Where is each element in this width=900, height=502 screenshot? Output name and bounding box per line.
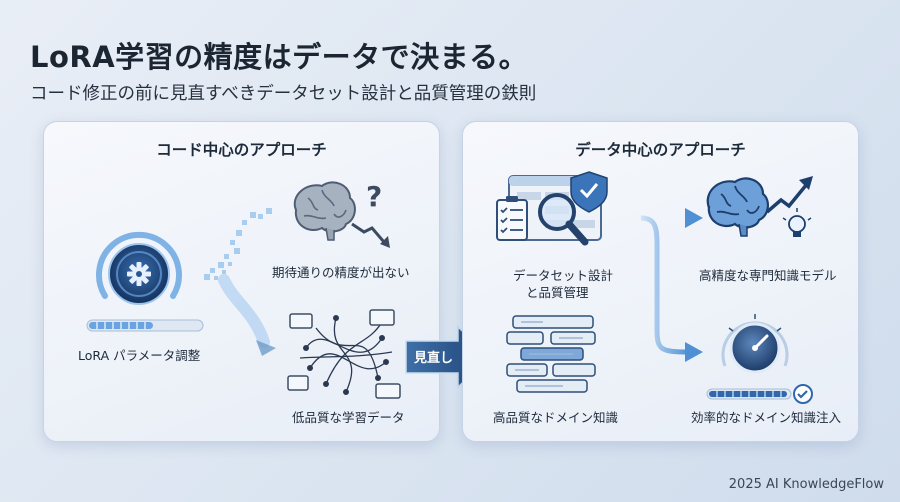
- param-tuning-label: LoRA パラメータ調整: [78, 348, 201, 363]
- data-centric-panel: データ中心のアプローチ データセット設計 と品質管理: [462, 121, 859, 442]
- page-title: LoRA学習の精度はデータで決まる。: [30, 40, 529, 74]
- svg-text:?: ?: [366, 180, 382, 213]
- flow-connectors: [598, 208, 703, 362]
- efficient-injection-label: 効率的なドメイン知識注入: [691, 410, 842, 425]
- knowledge-stack-icon: [506, 315, 596, 393]
- code-centric-panel: コード中心のアプローチ: [43, 121, 440, 442]
- brain-growth-icon: [706, 176, 813, 237]
- review-label: 見直し: [414, 351, 454, 366]
- tangled-data-network-icon: [287, 309, 401, 399]
- expert-model-label: 高精度な専門知識モデル: [699, 268, 837, 283]
- dataset-design-label: データセット設計: [513, 268, 614, 283]
- footer-credit: 2025 AI KnowledgeFlow: [728, 477, 884, 492]
- flow-particles: [204, 208, 276, 356]
- gear-gauge-icon: [96, 232, 182, 305]
- code-centric-title: コード中心のアプローチ: [156, 141, 327, 159]
- brain-question-icon: ?: [293, 180, 390, 248]
- accuracy-problem-label: 期待通りの精度が出ない: [272, 265, 410, 280]
- efficiency-dial-icon: [721, 314, 789, 374]
- domain-knowledge-label: 高品質なドメイン知識: [493, 410, 619, 425]
- dataset-inspection-icon: [496, 171, 608, 246]
- data-centric-title: データ中心のアプローチ: [575, 141, 746, 159]
- injection-progress-bar: [706, 384, 813, 404]
- page-subtitle: コード修正の前に見直すべきデータセット設計と品質管理の鉄則: [30, 84, 537, 104]
- parameter-progress-bar: [86, 319, 204, 332]
- quality-control-label: と品質管理: [526, 285, 589, 300]
- low-quality-data-label: 低品質な学習データ: [292, 410, 405, 425]
